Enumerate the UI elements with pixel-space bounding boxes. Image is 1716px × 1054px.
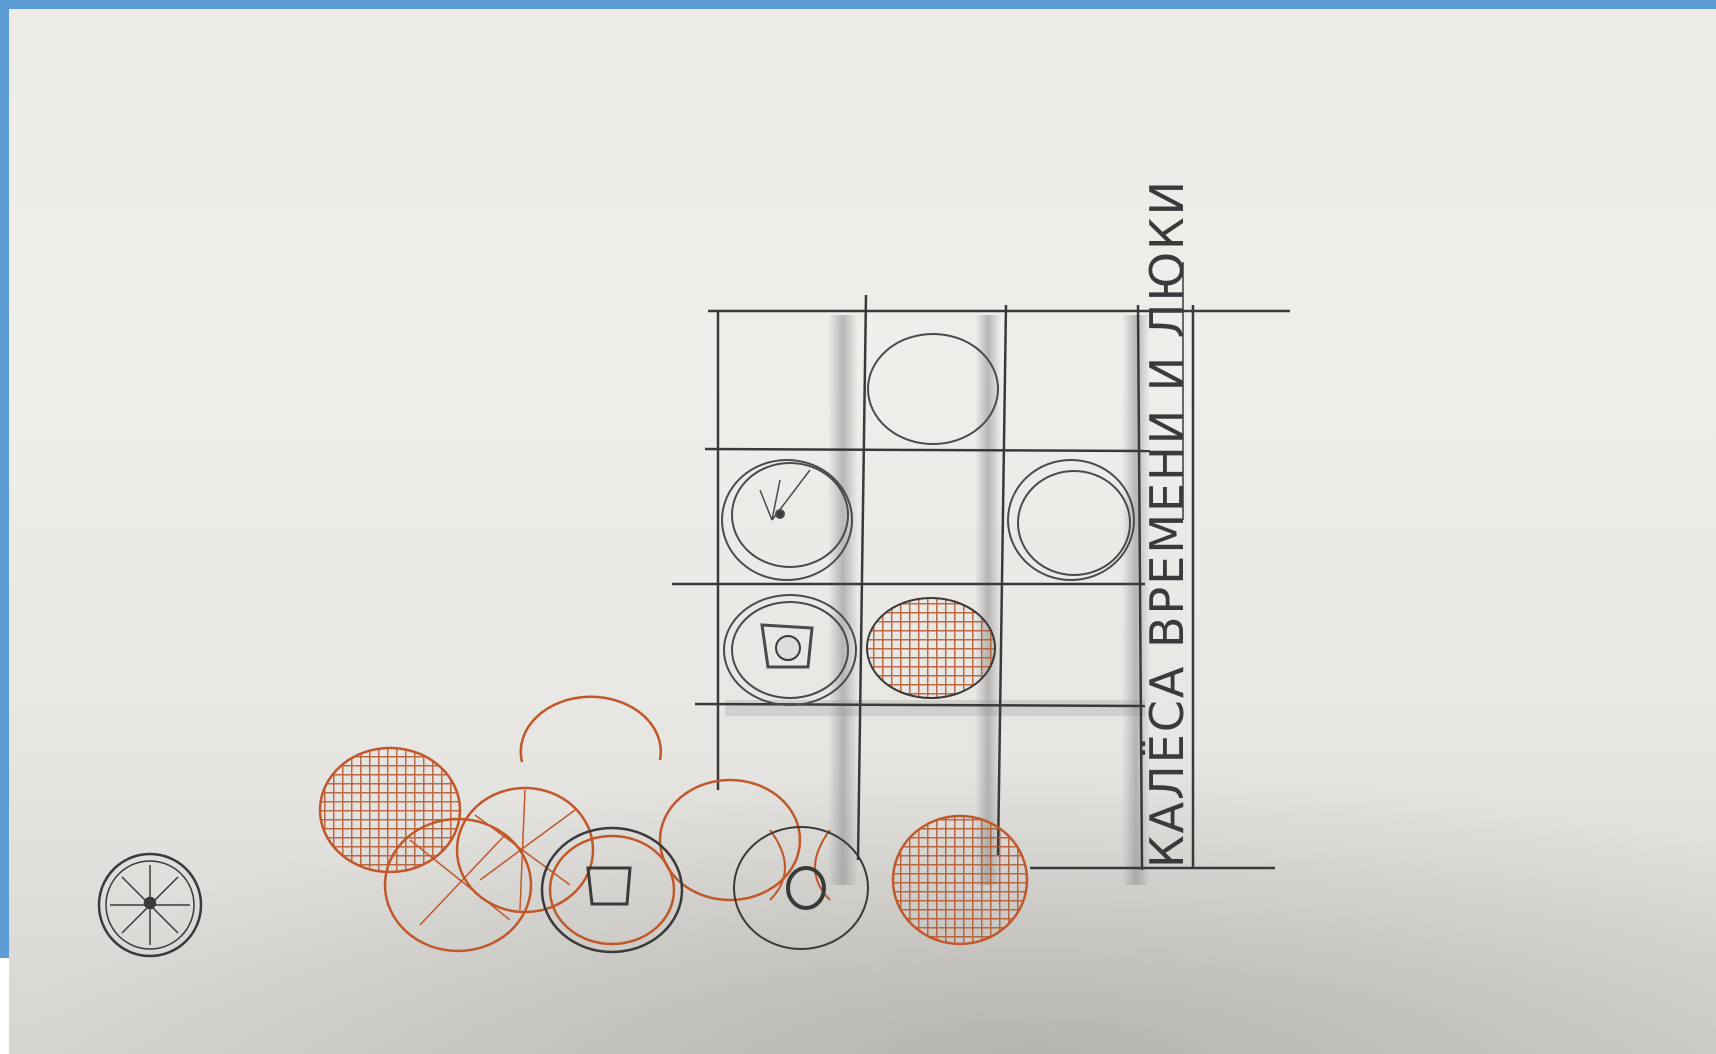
bottom-pencil-sketches (99, 827, 868, 956)
coin-square-hole (542, 828, 682, 952)
circle-middle-right (1008, 460, 1134, 580)
bottom-coin-sketches (320, 697, 1027, 951)
grid-hatched-circle (867, 598, 995, 698)
grid-label: КАЛЁСА ВРЕМЕНИ И ЛЮКИ (1140, 179, 1194, 868)
small-wheel-icon (99, 854, 201, 956)
